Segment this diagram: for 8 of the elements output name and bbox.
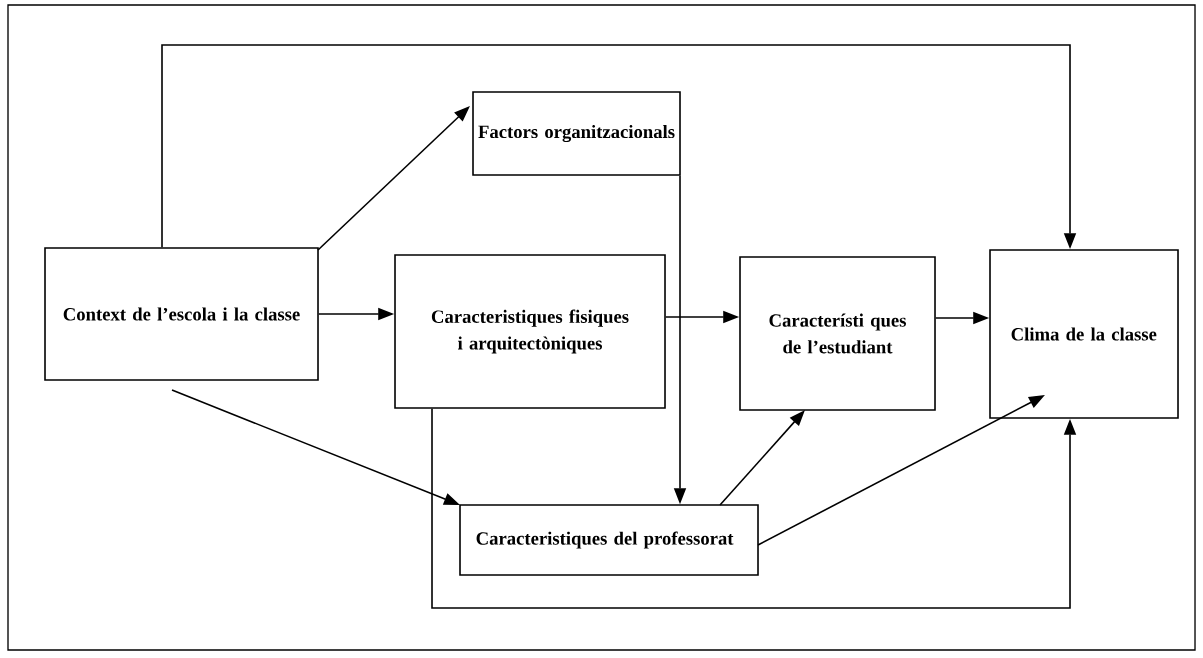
arrow — [719, 410, 805, 506]
process-box: Característi ques de l’estudiant — [739, 256, 936, 411]
process-box: Factors organitzacionals — [472, 91, 681, 176]
process-box: Caracteristiques del professorat — [459, 504, 759, 576]
arrow — [317, 106, 470, 251]
process-box: Clima de la classe — [989, 249, 1179, 419]
process-box: Caracteristiques fisiques i arquitectòniques — [394, 254, 666, 409]
process-box: Context de l’escola i la classe — [44, 247, 319, 381]
